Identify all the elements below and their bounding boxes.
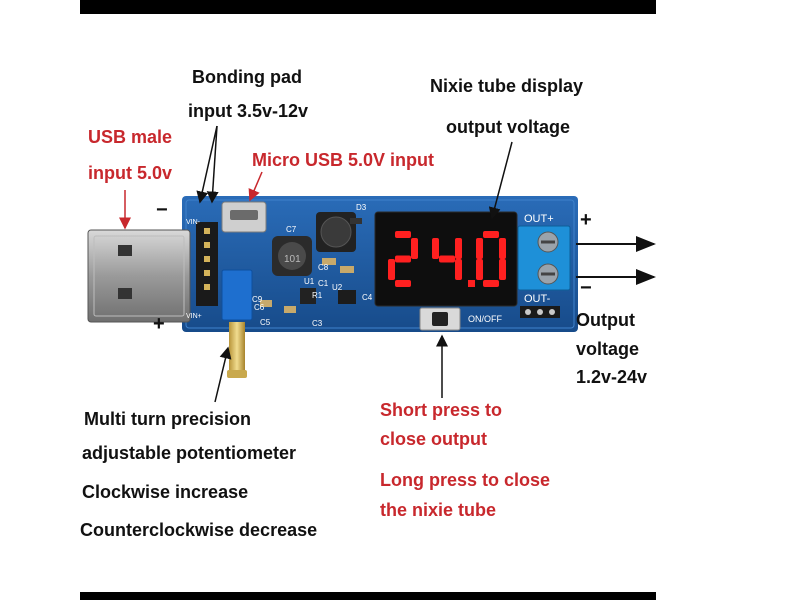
silk-out-minus: OUT- — [524, 293, 551, 305]
label-output-voltage: output voltage — [446, 117, 570, 137]
label-output: Output — [576, 310, 635, 330]
label-minus-right: − — [580, 277, 592, 299]
silk-c8: C8 — [318, 263, 329, 272]
digit-segment — [476, 259, 483, 280]
display-digits — [388, 231, 506, 287]
label-long-press-2: the nixie tube — [380, 500, 497, 520]
label-usb-male: USB male — [88, 127, 173, 147]
leader-bonding-2 — [206, 125, 219, 204]
leader-bonding-1 — [196, 125, 218, 204]
bonding-pad-header — [196, 222, 218, 306]
label-plus-right: + — [580, 209, 592, 231]
digit-segment — [499, 259, 506, 280]
label-pot-line2: adjustable potentiometer — [82, 443, 297, 463]
silk-c7: C7 — [286, 225, 297, 234]
digit-segment — [395, 231, 411, 238]
digit-segment — [455, 259, 462, 280]
silk-r1: R1 — [312, 291, 323, 300]
output-terminal-block — [517, 225, 571, 291]
top-black-bar — [80, 0, 656, 14]
leader-nixie — [488, 141, 513, 220]
label-long-press-1: Long press to close — [380, 470, 551, 490]
silk-c6: C6 — [254, 303, 265, 312]
silk-out-plus: OUT+ — [524, 213, 554, 225]
label-clockwise: Clockwise increase — [82, 482, 249, 502]
label-short-press-2: close output — [380, 429, 487, 449]
capacitor-large — [316, 212, 356, 252]
silk-c9: C9 — [252, 295, 263, 304]
digit-segment — [432, 238, 439, 259]
digit-segment — [455, 238, 462, 259]
silk-u2: U2 — [332, 283, 343, 292]
label-counterclockwise: Counterclockwise decrease — [80, 520, 318, 540]
inductor — [272, 236, 312, 276]
label-voltage: voltage — [576, 339, 640, 359]
inductor-code: 101 — [284, 254, 301, 265]
label-plus-left: + — [153, 313, 165, 335]
digit-segment — [395, 280, 411, 287]
bottom-black-bar — [80, 592, 656, 600]
potentiometer — [221, 269, 253, 378]
digit-segment — [483, 280, 499, 287]
silk-c5: C5 — [260, 318, 271, 327]
silk-c1: C1 — [318, 279, 329, 288]
label-micro-usb: Micro USB 5.0V input — [252, 150, 435, 170]
digit-segment — [499, 238, 506, 259]
silk-vin-plus: VIN+ — [186, 313, 202, 320]
digit-segment — [439, 255, 455, 263]
digit-segment — [388, 259, 395, 280]
digit-segment — [483, 231, 499, 238]
silk-u1: U1 — [304, 277, 315, 286]
silk-vin-minus: VIN- — [186, 219, 201, 226]
silk-d3: D3 — [356, 203, 367, 212]
digit-segment — [411, 238, 418, 259]
label-minus-left: − — [156, 199, 168, 221]
label-pot-line1: Multi turn precision — [84, 409, 252, 429]
leader-micro-usb — [248, 171, 263, 202]
silk-c4: C4 — [362, 293, 373, 302]
label-short-press-1: Short press to — [380, 400, 503, 420]
digit-segment — [476, 238, 483, 259]
on-off-switch — [419, 307, 461, 331]
silk-on-off: ON/OFF — [468, 314, 502, 324]
decimal-point — [468, 280, 475, 287]
micro-usb-port — [221, 201, 267, 233]
usb-male-connector — [87, 229, 191, 323]
silk-c3: C3 — [312, 319, 323, 328]
leader-pot — [214, 346, 232, 403]
digit-segment — [395, 255, 411, 263]
label-usb-input: input 5.0v — [88, 163, 173, 183]
label-bonding-pad: Bonding pad — [192, 67, 302, 87]
label-bonding-input: input 3.5v-12v — [188, 101, 309, 121]
label-output-range: 1.2v-24v — [576, 367, 648, 387]
label-nixie-display: Nixie tube display — [430, 76, 584, 96]
